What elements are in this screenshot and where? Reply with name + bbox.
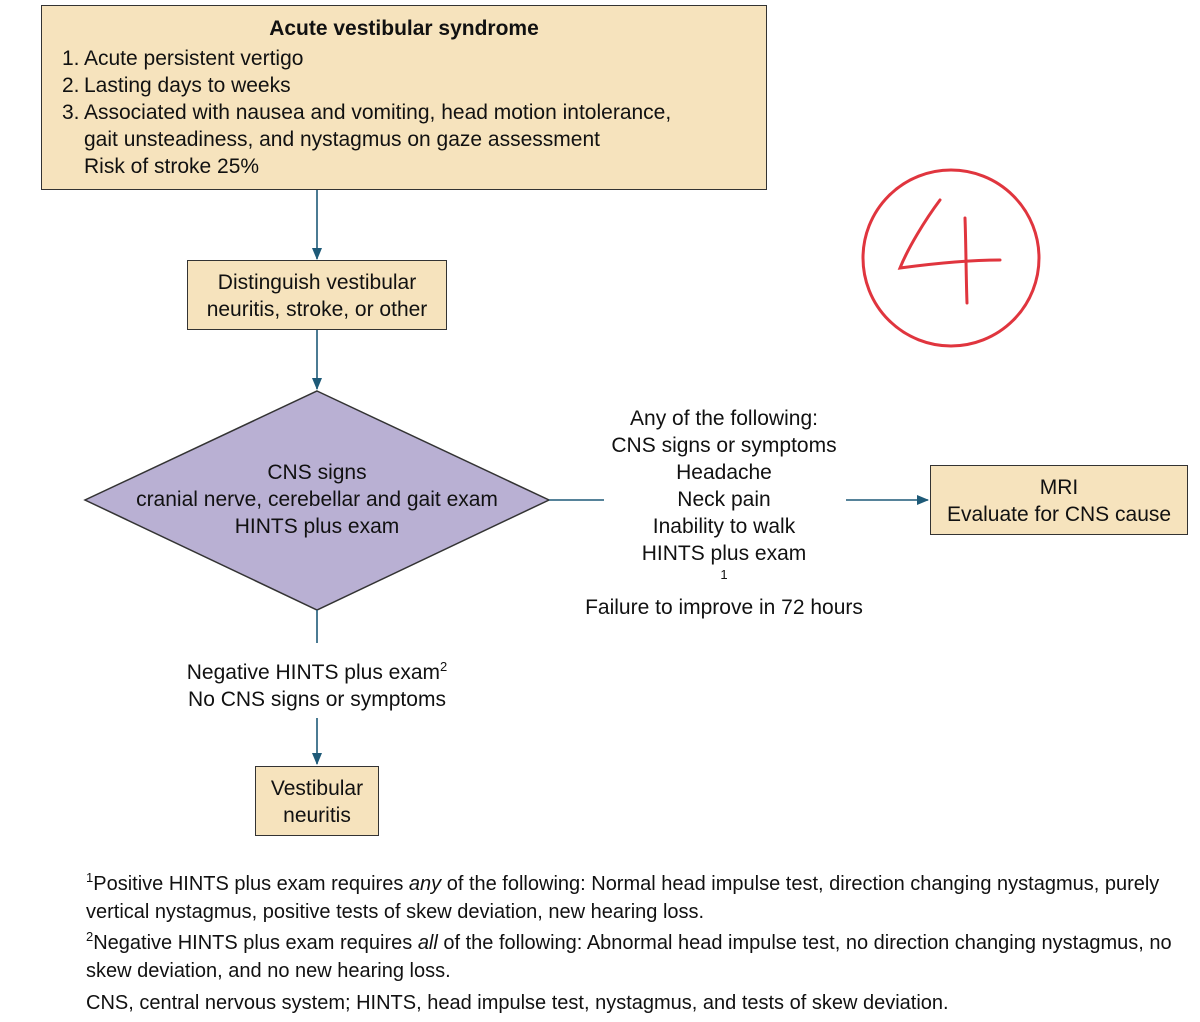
neuritis-line: Vestibular [270,777,364,800]
decision-line: HINTS plus exam [234,515,400,538]
footnote-1-marker: 1 [86,870,94,885]
positive-line: Inability to walk [652,515,796,538]
criteria-number: 2. [62,74,80,97]
negative-line-2: No CNS signs or symptoms [188,688,446,711]
vestibular-neuritis-box: Vestibular neuritis [255,766,379,836]
annotation-digit-stroke [897,198,1002,305]
abbreviations-note: CNS, central nervous system; HINTS, head… [86,992,949,1014]
negative-line-1: Negative HINTS plus exam2 [147,659,487,686]
annotation-number: 4 [0,0,1,1]
criteria-item: 3.Associated with nausea and vomiting, h… [52,99,756,180]
footnote-ref-1: 1 [720,567,728,582]
criteria-text: Acute persistent vertigo [84,47,304,70]
positive-hints-text: HINTS plus exam [641,542,807,565]
criteria-number: 3. [62,101,80,124]
positive-line: Failure to improve in 72 hours [585,596,863,619]
criteria-text: Associated with nausea and vomiting, hea… [84,101,672,124]
footnote-2: 2Negative HINTS plus exam requires all o… [86,929,1186,985]
mri-line: Evaluate for CNS cause [946,503,1172,526]
distinguish-box: Distinguish vestibular neuritis, stroke, … [187,260,447,330]
footnote-2-text-b: of the following: Abnormal head impulse … [86,932,1172,982]
start-box-title: Acute vestibular syndrome [269,17,539,40]
criteria-text: Lasting days to weeks [84,74,291,97]
footnote-1-text-a: Positive HINTS plus exam requires [93,873,409,895]
handwritten-annotation [861,168,1041,348]
negative-hints-text: Negative HINTS plus exam [186,661,441,684]
negative-branch-label: Negative HINTS plus exam2 No CNS signs o… [147,659,487,713]
positive-line: CNS signs or symptoms [611,434,837,457]
mri-box: MRI Evaluate for CNS cause [930,465,1188,535]
positive-line: Neck pain [677,488,771,511]
positive-hints-line: HINTS plus exam 1 [566,540,882,594]
criteria-text: Risk of stroke 25% [84,155,260,178]
criteria-item: 1.Acute persistent vertigo [52,45,756,72]
positive-line: Headache [676,461,772,484]
decision-line: CNS signs [267,461,367,484]
acute-vestibular-syndrome-box: Acute vestibular syndrome 1.Acute persis… [41,5,767,190]
footnote-2-emphasis: all [417,932,438,954]
distinguish-line: Distinguish vestibular [217,271,417,294]
criteria-text: gait unsteadiness, and nystagmus on gaze… [84,128,600,151]
annotation-circle [861,168,1041,348]
footnote-1-text-b: of the following: Normal head impulse te… [86,873,1160,923]
footnote-ref-2: 2 [440,659,448,674]
criteria-item: 2.Lasting days to weeks [52,72,756,99]
footnote-2-marker: 2 [86,929,94,944]
criteria-number: 1. [62,47,80,70]
positive-branch-label: Any of the following: CNS signs or sympto… [566,405,882,621]
neuritis-line: neuritis [283,804,351,827]
footnote-1: 1Positive HINTS plus exam requires any o… [86,870,1186,926]
footnote-1-emphasis: any [408,873,442,895]
decision-text: CNS signs cranial nerve, cerebellar and g… [85,459,549,540]
distinguish-line: neuritis, stroke, or other [206,298,428,321]
mri-line: MRI [1039,476,1079,499]
positive-line: Any of the following: [630,407,818,430]
decision-line: cranial nerve, cerebellar and gait exam [136,488,498,511]
footnote-2-text-a: Negative HINTS plus exam requires [93,932,418,954]
